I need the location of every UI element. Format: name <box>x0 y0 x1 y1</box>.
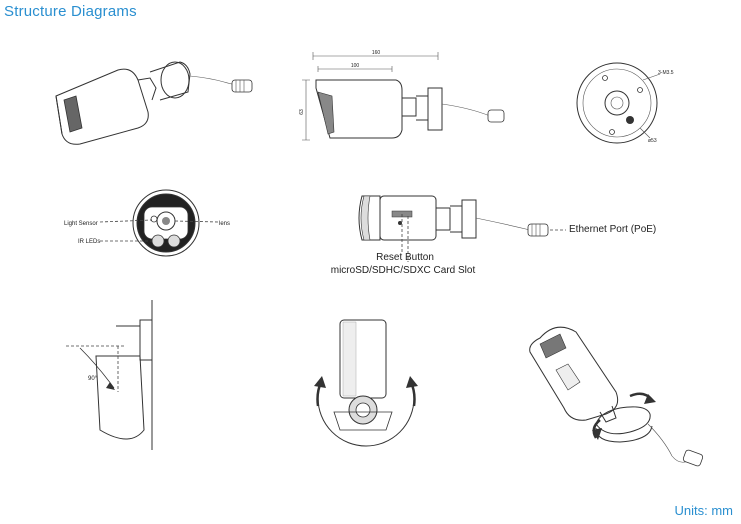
mount-base-view: 3-M3.5 ø53 <box>576 62 674 144</box>
label-card-slot: microSD/SDHC/SDXC Card Slot <box>331 265 476 276</box>
camera-pan-view <box>529 326 704 467</box>
camera-perspective-view <box>55 61 253 145</box>
label-reset-button: Reset Button <box>376 252 434 263</box>
label-ethernet-port: Ethernet Port (PoE) <box>569 224 656 235</box>
dim-mount-diameter: ø53 <box>648 138 657 144</box>
camera-ports-view: Reset Button microSD/SDHC/SDXC Card Slot… <box>331 195 656 276</box>
label-tilt-angle: 90° <box>88 376 98 382</box>
dim-mount-hole: 3-M3.5 <box>658 70 674 76</box>
camera-front-view: Light Sensor lens IR LEDs <box>64 189 230 257</box>
label-lens: lens <box>219 221 230 227</box>
label-light-sensor: Light Sensor <box>64 221 98 227</box>
label-ir-leds: IR LEDs <box>78 239 100 245</box>
camera-rotation-view <box>314 319 418 447</box>
page-title: Structure Diagrams <box>4 3 137 20</box>
units-note: Units: mm <box>674 503 734 518</box>
camera-tilt-view: 90° <box>66 300 153 450</box>
camera-side-view: 160 100 63 <box>299 50 505 141</box>
dim-height: 63 <box>299 109 305 115</box>
dim-overall-length: 160 <box>372 50 381 56</box>
dim-body-length: 100 <box>351 63 360 69</box>
